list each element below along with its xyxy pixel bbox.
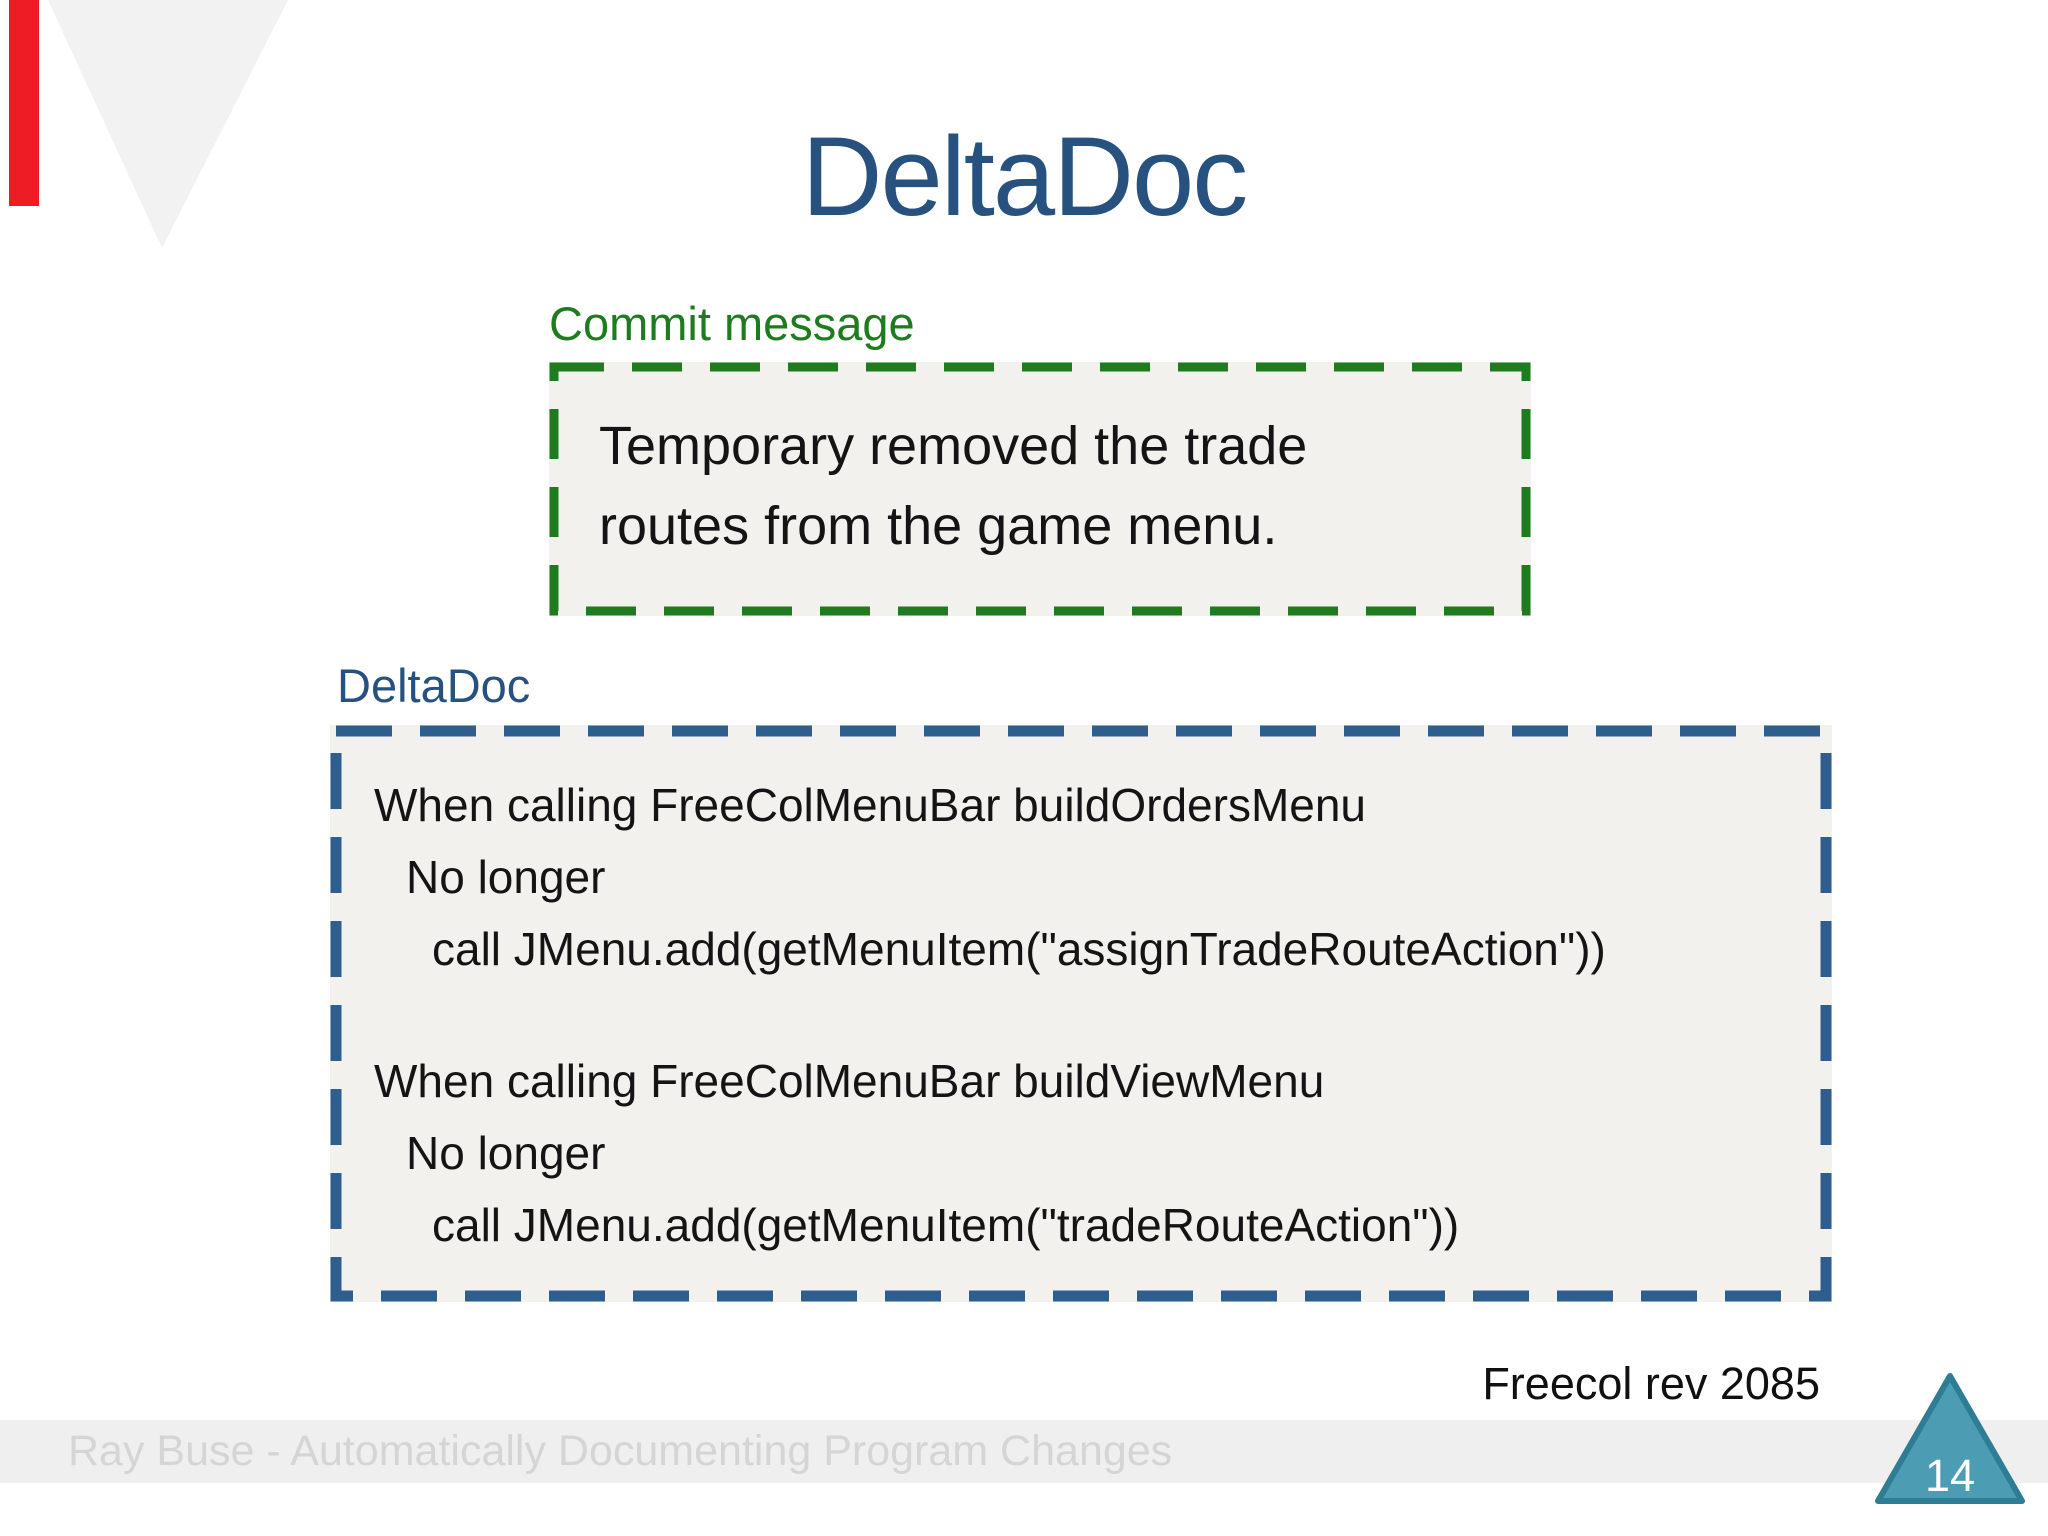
deltadoc-text-block: When calling FreeColMenuBar buildOrdersM…: [374, 769, 1606, 1261]
footer-credit-text: Ray Buse - Automatically Documenting Pro…: [68, 1427, 1173, 1475]
deltadoc-call-line: call JMenu.add(getMenuItem("tradeRouteAc…: [432, 1199, 1460, 1251]
page-number: 14: [1924, 1450, 1976, 1501]
deltadoc-call-line: call JMenu.add(getMenuItem("assignTradeR…: [432, 923, 1606, 975]
commit-message-box: Temporary removed the trade routes from …: [549, 362, 1531, 616]
page-number-triangle: 14: [1874, 1372, 2026, 1506]
page-triangle-shape: [1875, 1373, 2025, 1504]
commit-message-label: Commit message: [549, 297, 915, 350]
revision-caption: Freecol rev 2085: [1482, 1358, 1820, 1409]
deltadoc-when-line: When calling FreeColMenuBar buildOrdersM…: [374, 779, 1367, 831]
deltadoc-no-longer-line: No longer: [406, 851, 606, 903]
deltadoc-when-line: When calling FreeColMenuBar buildViewMen…: [374, 1055, 1325, 1107]
deltadoc-blank-line: [374, 985, 1606, 1045]
commit-message-text: Temporary removed the trade routes from …: [599, 416, 1308, 556]
deltadoc-no-longer-line: No longer: [406, 1127, 606, 1179]
deltadoc-box: When calling FreeColMenuBar buildOrdersM…: [330, 725, 1832, 1302]
deltadoc-label: DeltaDoc: [337, 659, 531, 712]
slide-title: DeltaDoc: [801, 114, 1249, 239]
footer-bar: Ray Buse - Automatically Documenting Pro…: [0, 1420, 2048, 1483]
red-accent-bar: [9, 0, 39, 206]
corner-triangle-decoration: [48, 0, 288, 248]
